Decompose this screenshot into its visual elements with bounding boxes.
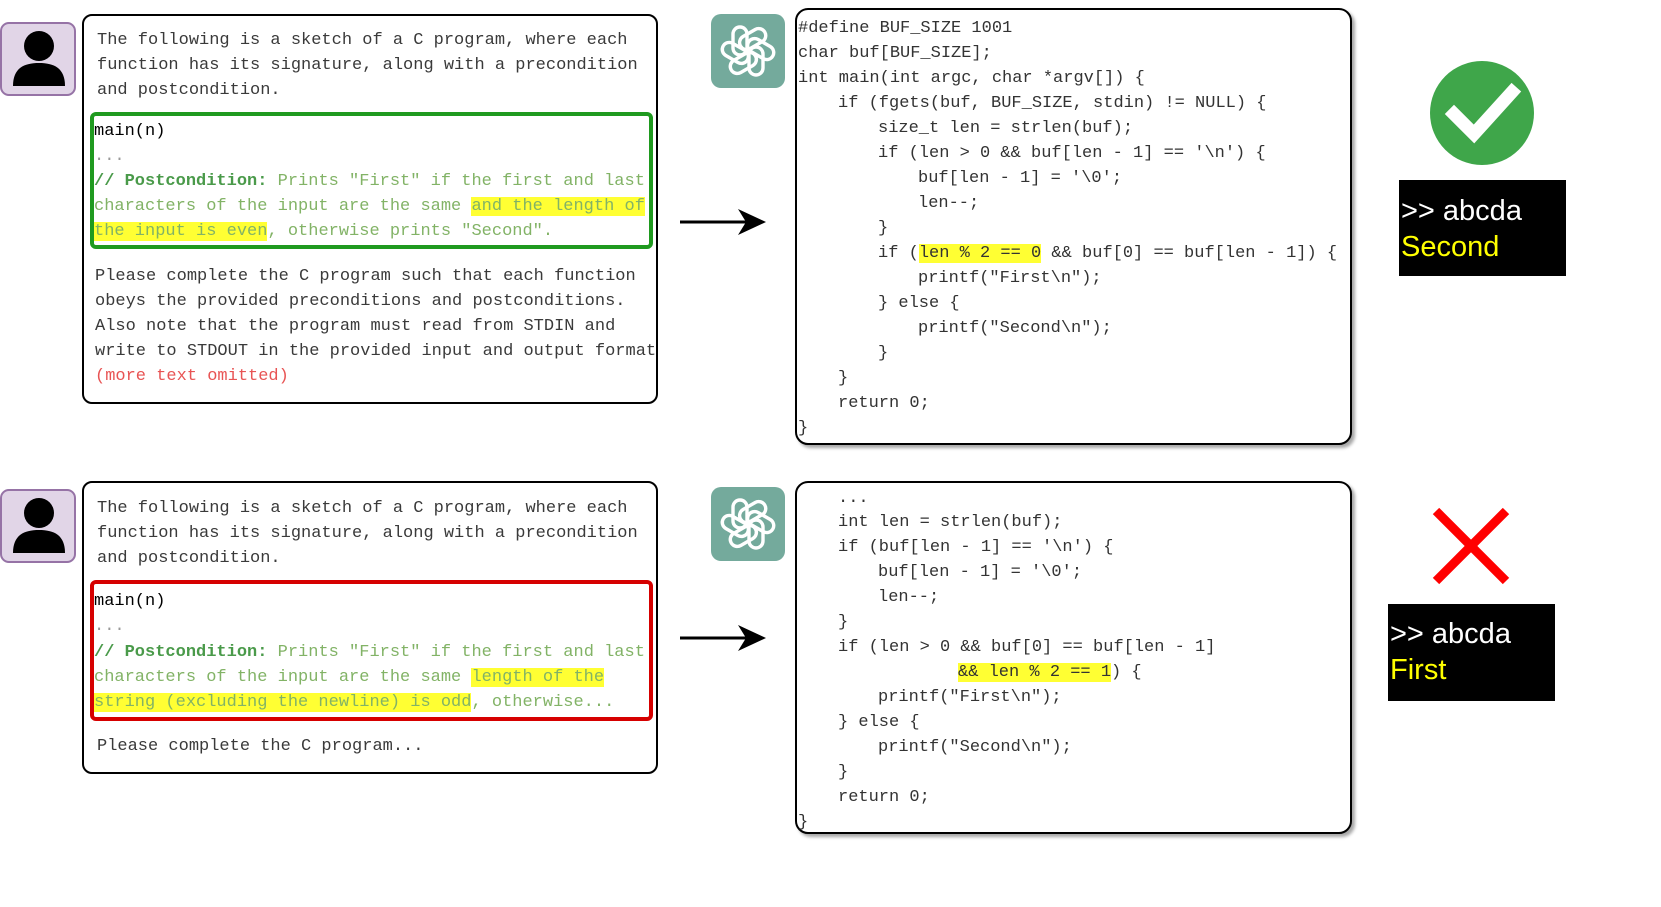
code-highlight: && len % 2 == 1	[958, 663, 1112, 682]
spec-box-correct: main(n) ... // Postcondition: Prints "Fi…	[90, 112, 653, 249]
code-line: if (fgets(buf, BUF_SIZE, stdin) != NULL)…	[838, 94, 1267, 113]
postcondition-highlight: string (excluding the newline) is odd	[94, 693, 472, 712]
postcondition-highlight: length of the	[471, 668, 605, 687]
prompt-intro-line: function has its signature, along with a…	[97, 56, 638, 75]
code-line: }	[878, 344, 889, 363]
code-text: ) {	[1111, 663, 1142, 682]
code-line: } else {	[878, 294, 960, 313]
code-line: return 0;	[838, 394, 930, 413]
code-line: printf("Second\n");	[878, 738, 1072, 757]
check-mark-icon	[1430, 61, 1534, 165]
code-line: printf("Second\n");	[918, 319, 1112, 338]
prompt-outro-top: Please complete the C program such that …	[84, 149, 656, 386]
code-line: buf[len - 1] = '\0';	[878, 563, 1083, 582]
prompt-box-top: The following is a sketch of a C program…	[82, 14, 658, 404]
code-text: if (	[878, 244, 919, 263]
postcondition-label: // Postcondition:	[94, 172, 268, 191]
prompt-intro-line: and postcondition.	[97, 549, 281, 568]
code-line: printf("First\n");	[878, 688, 1062, 707]
code-text: && buf[0] == buf[len - 1]) {	[1041, 244, 1338, 263]
postcondition-text: Prints "First" if the first and last	[267, 172, 645, 191]
chatgpt-logo-top	[711, 14, 785, 88]
right-arrow-icon	[680, 625, 766, 651]
terminal-bottom: >> abcda First	[1388, 604, 1555, 701]
code-line: #define BUF_SIZE 1001	[798, 19, 1013, 38]
prompt-outro-line: obeys the provided preconditions and pos…	[95, 292, 626, 311]
code-line: }	[838, 369, 849, 388]
terminal-output: Second	[1401, 231, 1500, 263]
code-line: len--;	[918, 194, 980, 213]
code-line: }	[798, 813, 809, 832]
function-signature: main(n)	[94, 592, 166, 611]
code-box-bottom: ... int len = strlen(buf); if (buf[len -…	[795, 481, 1352, 834]
prompt-outro-line: Please complete the C program...	[97, 737, 424, 756]
ellipsis: ...	[94, 617, 125, 636]
code-line: len--;	[878, 588, 940, 607]
code-line: int main(int argc, char *argv[]) {	[798, 69, 1145, 88]
code-line: if (buf[len - 1] == '\n') {	[838, 538, 1114, 557]
code-line: }	[878, 219, 889, 238]
prompt-intro-line: The following is a sketch of a C program…	[97, 31, 628, 50]
postcondition-text: Prints "First" if the first and last	[267, 643, 645, 662]
code-line: }	[798, 419, 809, 438]
prompt-outro-line: write to STDOUT in the provided input an…	[95, 342, 657, 361]
omitted-note: (more text omitted)	[95, 367, 289, 386]
prompt-outro-line: Please complete the C program such that …	[95, 267, 636, 286]
prompt-intro-line: function has its signature, along with a…	[97, 524, 638, 543]
code-line: }	[838, 613, 849, 632]
postcondition-label: // Postcondition:	[94, 643, 268, 662]
code-line: }	[838, 763, 849, 782]
chatgpt-logo-icon	[720, 498, 776, 550]
user-avatar-bottom	[0, 489, 76, 563]
code-line: return 0;	[838, 788, 930, 807]
postcondition-highlight: the input is even	[94, 222, 268, 241]
prompt-box-bottom: The following is a sketch of a C program…	[82, 481, 658, 774]
prompt-intro-bottom: The following is a sketch of a C program…	[84, 483, 656, 616]
right-arrow-icon	[680, 209, 766, 235]
code-line: int len = strlen(buf);	[838, 513, 1063, 532]
code-line: size_t len = strlen(buf);	[878, 119, 1134, 138]
code-line: ...	[838, 489, 869, 508]
user-avatar-icon	[13, 498, 65, 553]
chatgpt-logo-bottom	[711, 487, 785, 561]
postcondition-highlight: and the length of	[471, 197, 645, 216]
terminal-input: >> abcda	[1390, 618, 1511, 650]
user-avatar-top	[0, 22, 76, 96]
code-line: char buf[BUF_SIZE];	[798, 44, 992, 63]
prompt-outro-line: Also note that the program must read fro…	[95, 317, 616, 336]
code-line: if (len > 0 && buf[len - 1] == '\n') {	[878, 144, 1266, 163]
code-line: buf[len - 1] = '\0';	[918, 169, 1123, 188]
spec-box-incorrect: main(n) ... // Postcondition: Prints "Fi…	[90, 580, 653, 721]
code-line: if (len > 0 && buf[0] == buf[len - 1]	[838, 638, 1216, 657]
chatgpt-logo-icon	[720, 25, 776, 77]
postcondition-text: , otherwise prints "Second".	[267, 222, 554, 241]
prompt-intro-line: The following is a sketch of a C program…	[97, 499, 628, 518]
prompt-intro-line: and postcondition.	[97, 81, 281, 100]
postcondition-text: characters of the input are the same	[94, 197, 472, 216]
code-box-top: #define BUF_SIZE 1001 char buf[BUF_SIZE]…	[795, 8, 1352, 445]
terminal-output: First	[1390, 654, 1447, 686]
user-avatar-icon	[13, 31, 65, 86]
postcondition-text: characters of the input are the same	[94, 668, 472, 687]
code-line: printf("First\n");	[918, 269, 1102, 288]
terminal-top: >> abcda Second	[1399, 180, 1566, 276]
code-line: } else {	[838, 713, 920, 732]
postcondition-text: , otherwise...	[471, 693, 615, 712]
function-signature: main(n)	[94, 122, 166, 141]
ellipsis: ...	[94, 147, 125, 166]
code-highlight: len % 2 == 0	[918, 244, 1042, 263]
prompt-intro-top: The following is a sketch of a C program…	[84, 16, 656, 149]
cross-mark-icon	[1432, 507, 1510, 585]
terminal-input: >> abcda	[1401, 195, 1522, 227]
